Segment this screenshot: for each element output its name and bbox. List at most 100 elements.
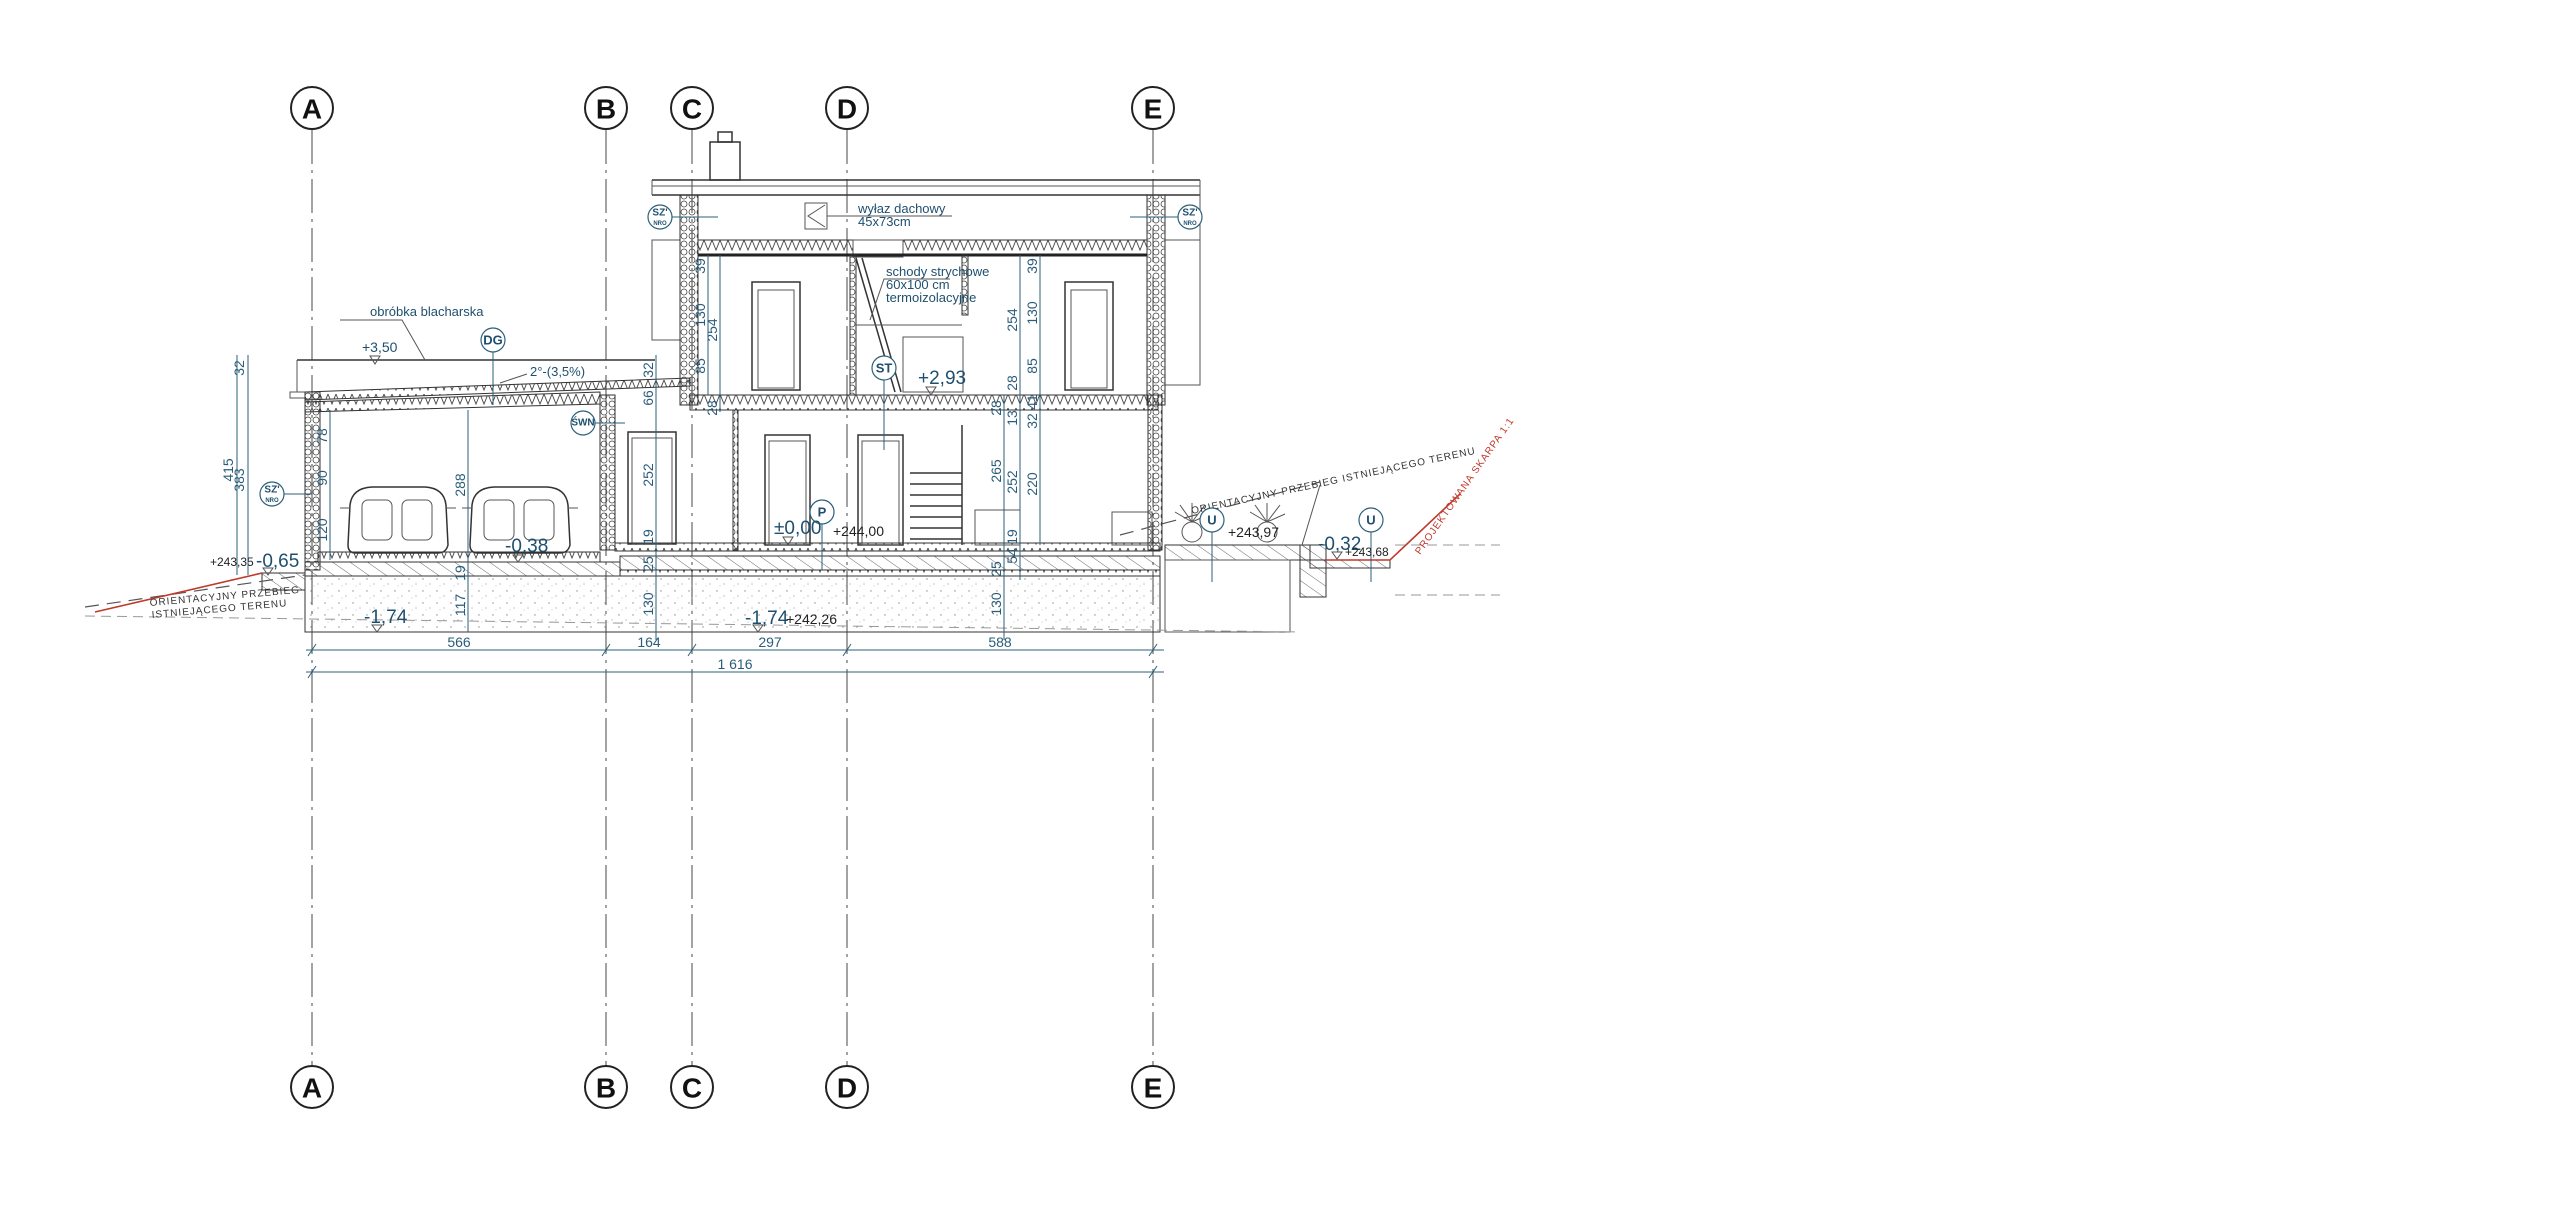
level-terrace-edge: -0,32 xyxy=(1318,534,1361,555)
dim-v: 254 xyxy=(1004,308,1020,332)
dim-v: 32 xyxy=(1024,413,1040,429)
slope-label: PROJEKTOWANA SKARPA 1:1 xyxy=(1413,416,1516,557)
dim-v: 32 xyxy=(231,360,247,376)
dim-v: 25 xyxy=(988,561,1004,577)
tag-text: P xyxy=(818,505,827,520)
sand-bed xyxy=(304,575,1161,633)
dim-d-e: 588 xyxy=(988,634,1012,650)
dim-v: 78 xyxy=(314,428,330,444)
axis-bubble-b-top: B xyxy=(584,86,628,130)
dim-v: 39 xyxy=(692,258,708,274)
tag-sz-left: SZ'NRO xyxy=(647,204,718,230)
axis-bubble-a-top: A xyxy=(290,86,334,130)
level-garage-outside: -0,65 xyxy=(256,551,299,572)
tag-text: U xyxy=(1207,513,1216,528)
axis-label: E xyxy=(1144,1073,1163,1104)
horizontal-dimensions: 566 164 297 588 1 616 xyxy=(306,634,1164,679)
chimney-cap xyxy=(717,131,733,143)
level-terrace-abs: +243,97 xyxy=(1228,524,1279,540)
flashing-label: obróbka blacharska xyxy=(370,304,484,319)
dim-v: 54 xyxy=(1004,548,1020,564)
tag-st: ST xyxy=(871,355,897,450)
dim-v: 32 xyxy=(640,362,656,378)
dim-v: 19 xyxy=(452,565,468,581)
garage-house-wall xyxy=(599,394,616,551)
dim-v: 252 xyxy=(640,463,656,487)
level-foundation-garage: -1,74 xyxy=(364,607,408,628)
dim-v: 130 xyxy=(988,592,1004,616)
attic-stairs-label: schody strychowe xyxy=(886,264,989,279)
dim-v: 19 xyxy=(640,529,656,545)
axis-bubble-c-top: C xyxy=(670,86,714,130)
level-ground-floor-abs: +244,00 xyxy=(833,523,884,539)
plant-pot-icon xyxy=(1249,503,1286,543)
upper-door-left xyxy=(751,281,801,391)
dim-v: 252 xyxy=(1004,470,1020,494)
foundation-slab xyxy=(619,555,1161,571)
axis-bubble-c-bottom: C xyxy=(670,1065,714,1109)
level-attic-floor: +2,93 xyxy=(918,368,966,389)
dim-v: 90 xyxy=(314,470,330,486)
upper-door-right xyxy=(1064,281,1114,391)
dim-v: 117 xyxy=(452,594,468,617)
tag-dg: DG xyxy=(480,327,506,405)
projected-slope-line xyxy=(1326,493,1461,561)
axis-bubble-b-bottom: B xyxy=(584,1065,628,1109)
axis-label: C xyxy=(682,1073,702,1104)
attic-stairs-type: termoizolacyjne xyxy=(886,290,976,305)
first-floor-slab xyxy=(689,394,1159,411)
axis-label: E xyxy=(1144,94,1163,125)
dim-total: 1 616 xyxy=(717,656,752,672)
level-marks: +3,50 +2,93 ±0,00 +244,00 -0,38 -0,65 +2… xyxy=(210,339,1389,633)
tag-text: SZ' xyxy=(1182,208,1197,219)
garage-section xyxy=(261,359,691,591)
terrace-footing xyxy=(1299,544,1327,598)
tag-text: SZ' xyxy=(264,485,279,496)
tag-sz-garage: SZ' NRO xyxy=(259,481,312,507)
dim-v: 220 xyxy=(1024,472,1040,496)
attic-floor-insulation xyxy=(697,239,854,255)
level-garage-outside-abs: +243,35 xyxy=(210,555,254,569)
attic-stairs-size: 60x100 cm xyxy=(886,277,950,292)
chimney xyxy=(709,141,741,181)
dim-v: 25 xyxy=(640,556,656,572)
annotations: obróbka blacharska 2°-(3,5%) wyłaz dacho… xyxy=(340,201,989,384)
tag-text: ST xyxy=(876,361,893,376)
dim-v: 39 xyxy=(1024,258,1040,274)
roof-slope-label: 2°-(3,5%) xyxy=(530,364,585,379)
level-garage-roof: +3,50 xyxy=(362,339,398,355)
dim-v: 130 xyxy=(640,592,656,616)
tag-subtext: NRO xyxy=(1183,221,1197,227)
axis-bubble-e-bottom: E xyxy=(1131,1065,1175,1109)
tag-subtext: NRO xyxy=(265,498,279,504)
axis-label: B xyxy=(596,94,616,125)
axis-label: B xyxy=(596,1073,616,1104)
axis-bubble-d-top: D xyxy=(825,86,869,130)
dim-v: 28 xyxy=(988,400,1004,416)
tag-sz-right: SZ' NRO xyxy=(1130,204,1203,230)
tags: DG ŚWN SZ'NRO SZ'NRO SZ'NRO ST P U U xyxy=(259,204,1384,582)
terrace-section xyxy=(1164,503,1391,633)
level-ground-floor: ±0,00 xyxy=(774,518,821,539)
dim-a-b: 566 xyxy=(447,634,471,650)
level-foundation-house-abs: +242,26 xyxy=(786,611,837,627)
plant-pot-icon xyxy=(1174,503,1211,543)
roof-hatch-size: 45x73cm xyxy=(858,214,911,229)
axis-label: A xyxy=(302,1073,322,1104)
tag-u-terrace: U xyxy=(1199,507,1225,582)
dim-v: 120 xyxy=(314,518,330,542)
ground-door-1 xyxy=(627,431,677,545)
dim-v: 130 xyxy=(692,303,708,327)
axis-bubble-a-bottom: A xyxy=(290,1065,334,1109)
dim-v: 254 xyxy=(704,318,720,342)
axis-label: D xyxy=(837,94,857,125)
dim-v: 28 xyxy=(704,400,720,416)
dim-v: 41 xyxy=(1024,394,1040,410)
level-terrace-edge-abs: +243,68 xyxy=(1345,545,1389,559)
tag-swn: ŚWN xyxy=(570,410,625,436)
right-upper-wall xyxy=(1146,194,1166,406)
dim-v: 288 xyxy=(452,473,468,497)
dim-v: 28 xyxy=(1004,375,1020,391)
vertical-dimensions: 415 32 383 78 90 120 288 19 117 32 66 25… xyxy=(220,255,1041,640)
